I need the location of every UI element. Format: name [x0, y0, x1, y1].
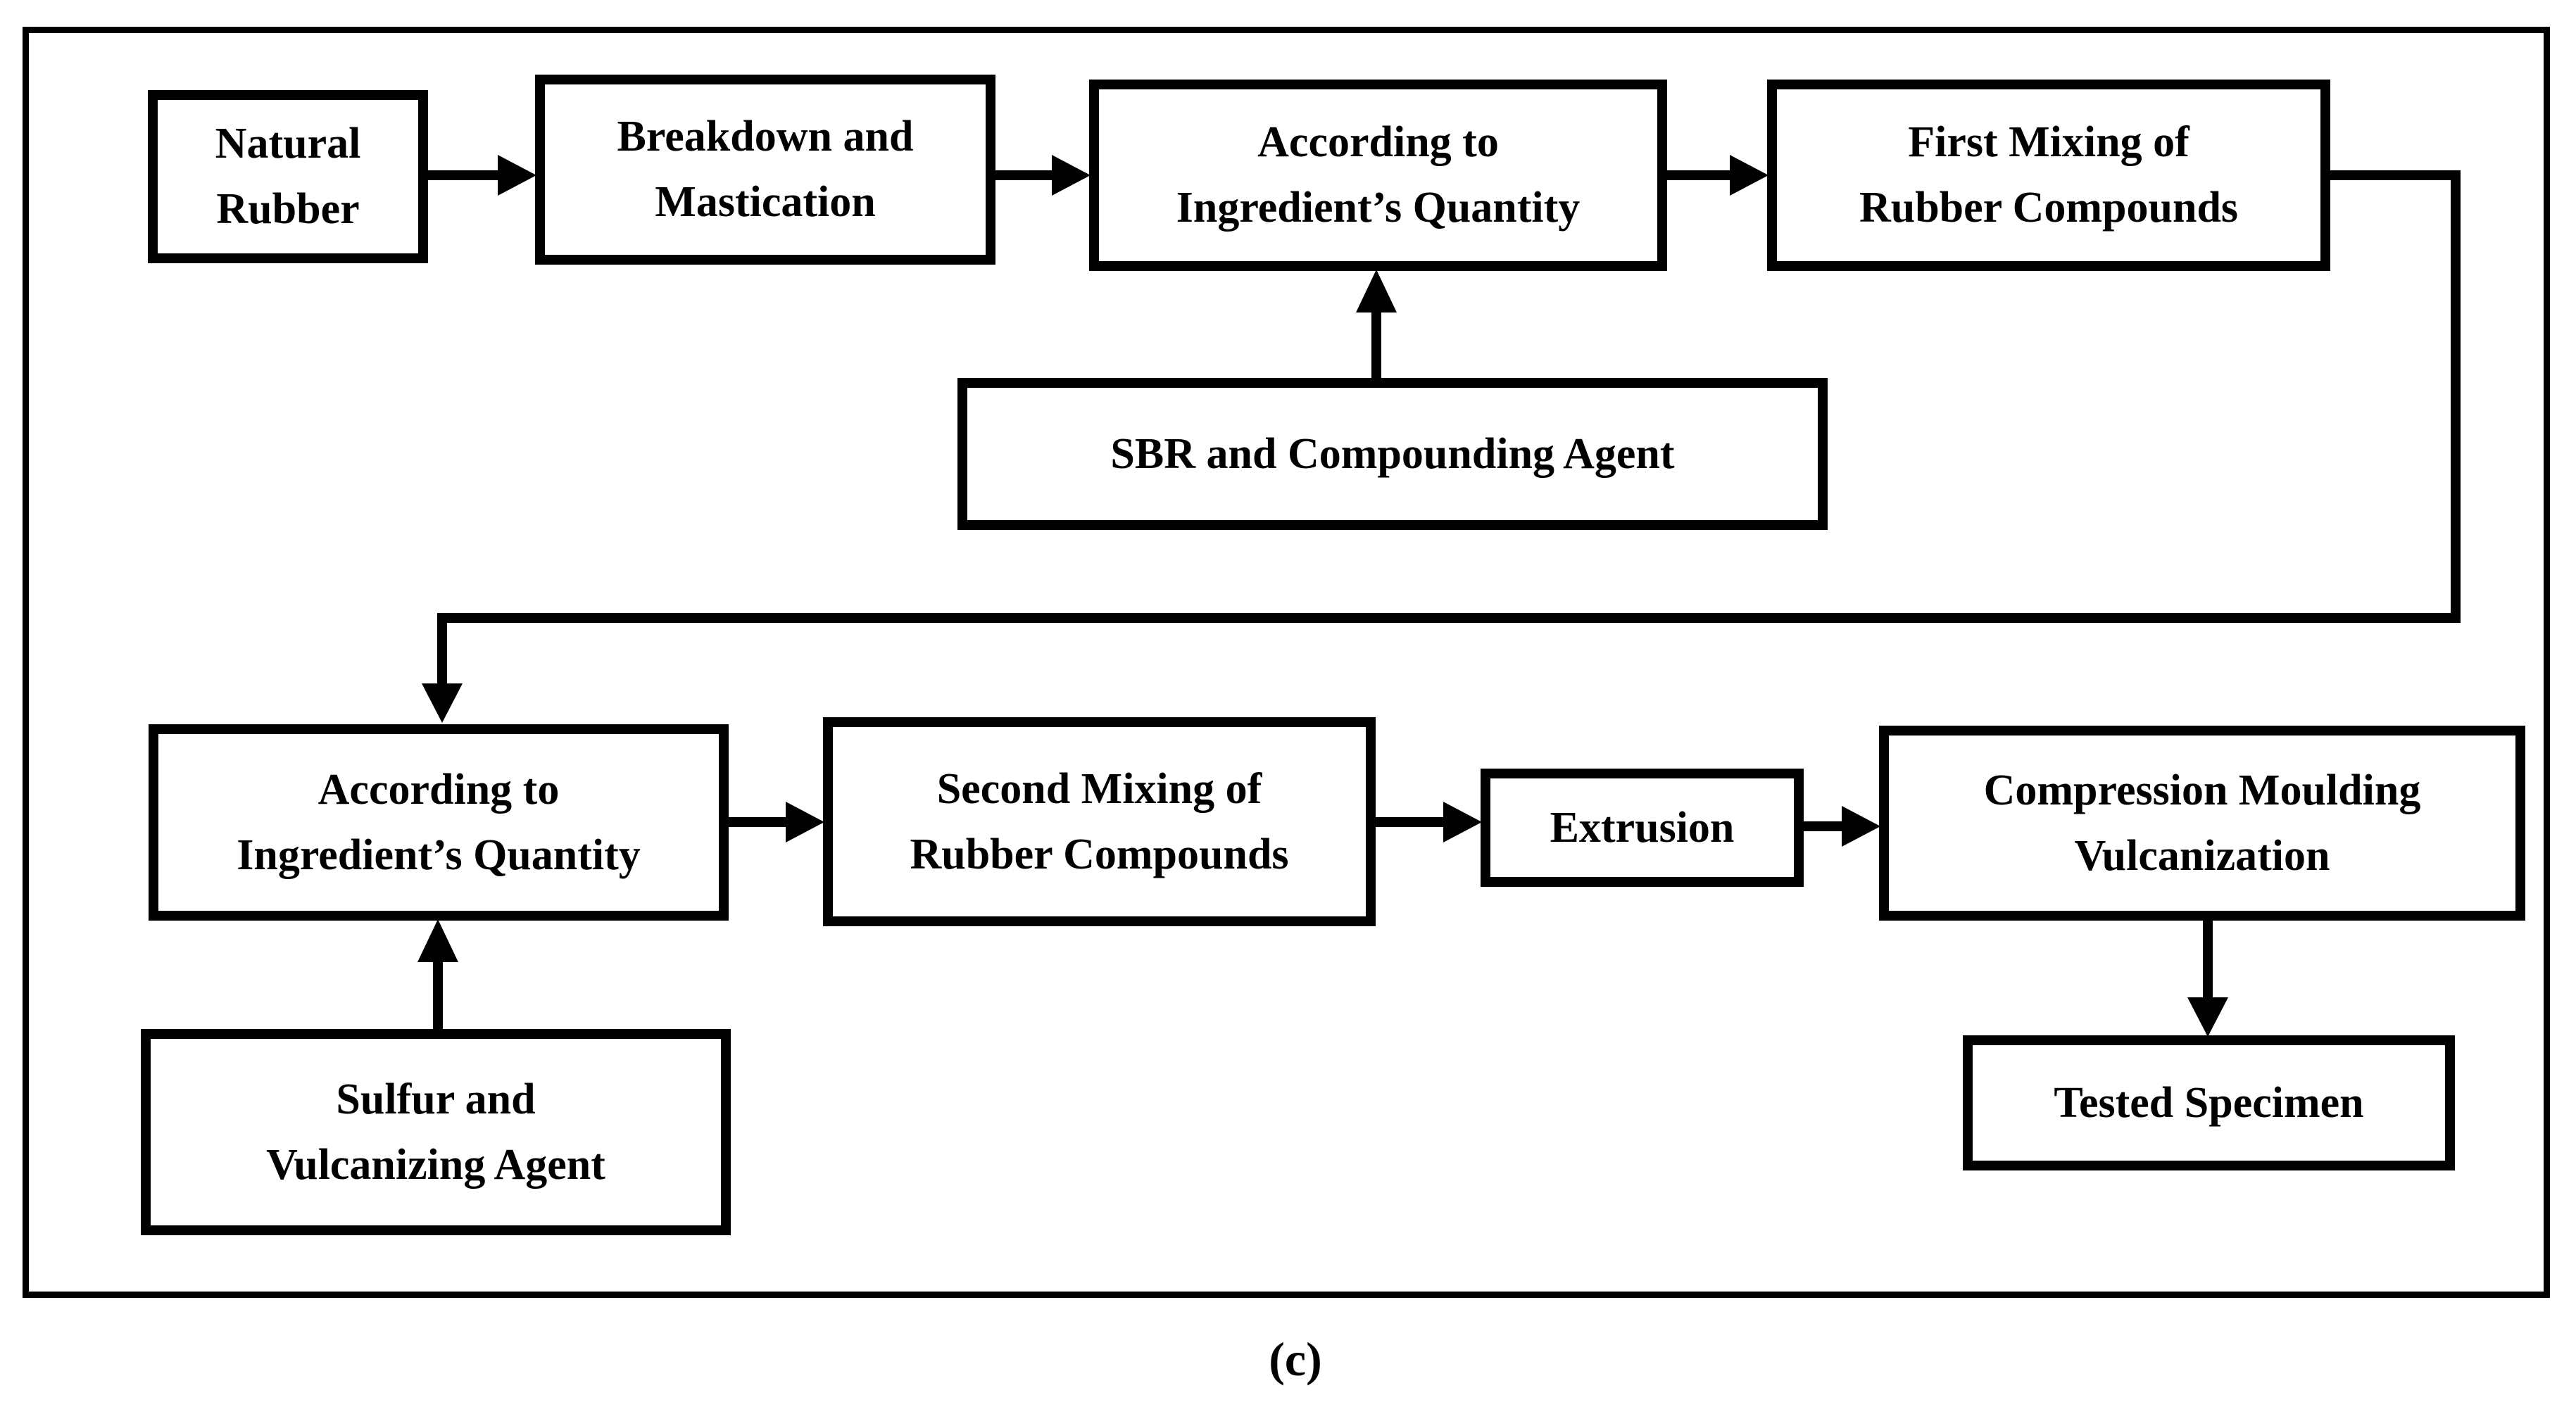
node-first-mixing: First Mixing of Rubber Compounds	[1767, 80, 2330, 271]
node-compression-moulding-label: Compression Moulding Vulcanization	[1983, 766, 2421, 880]
arrow-according-1-to-first-mixing	[1664, 155, 1768, 196]
node-tested-specimen-label: Tested Specimen	[2054, 1078, 2364, 1127]
node-natural-rubber-label: Natural Rubber	[215, 120, 361, 233]
node-second-mixing-label: Second Mixing of Rubber Compounds	[910, 764, 1289, 878]
figure-caption: (c)	[1269, 1332, 1322, 1386]
node-breakdown-mastication-label: Breakdown and Mastication	[617, 113, 914, 226]
node-natural-rubber: Natural Rubber	[148, 90, 428, 263]
node-first-mixing-label: First Mixing of Rubber Compounds	[1859, 118, 2239, 232]
arrow-extrusion-to-compression	[1801, 806, 1880, 847]
node-sulfur-vulcanizing: Sulfur and Vulcanizing Agent	[141, 1029, 731, 1235]
node-according-quantity-1: According to Ingredient’s Quantity	[1089, 80, 1667, 271]
arrow-breakdown-to-according-1	[993, 155, 1091, 196]
arrow-second-mixing-to-extrusion	[1373, 802, 1482, 842]
node-according-quantity-2: According to Ingredient’s Quantity	[149, 724, 729, 921]
arrow-compression-to-tested	[2187, 919, 2228, 1037]
node-tested-specimen: Tested Specimen	[1963, 1035, 2455, 1170]
arrow-sbr-to-according-1	[1356, 270, 1397, 380]
node-extrusion: Extrusion	[1481, 769, 1804, 887]
node-breakdown-mastication: Breakdown and Mastication	[535, 75, 995, 265]
arrow-according-2-to-second-mixing	[726, 802, 824, 842]
node-extrusion-label: Extrusion	[1550, 803, 1735, 852]
arrow-natural-rubber-to-breakdown	[426, 155, 536, 196]
node-sulfur-vulcanizing-label: Sulfur and Vulcanizing Agent	[266, 1075, 605, 1189]
connector-first-mixing-to-according-2	[422, 170, 2461, 723]
node-second-mixing: Second Mixing of Rubber Compounds	[823, 717, 1376, 926]
node-according-quantity-1-label: According to Ingredient’s Quantity	[1176, 118, 1581, 232]
node-compression-moulding: Compression Moulding Vulcanization	[1879, 726, 2525, 921]
node-sbr-compounding-agent-label: SBR and Compounding Agent	[1110, 429, 1675, 478]
arrow-sulfur-to-according-2	[417, 919, 458, 1031]
node-according-quantity-2-label: According to Ingredient’s Quantity	[237, 765, 641, 879]
diagram-border	[23, 27, 2550, 1298]
node-sbr-compounding-agent: SBR and Compounding Agent	[957, 378, 1828, 530]
